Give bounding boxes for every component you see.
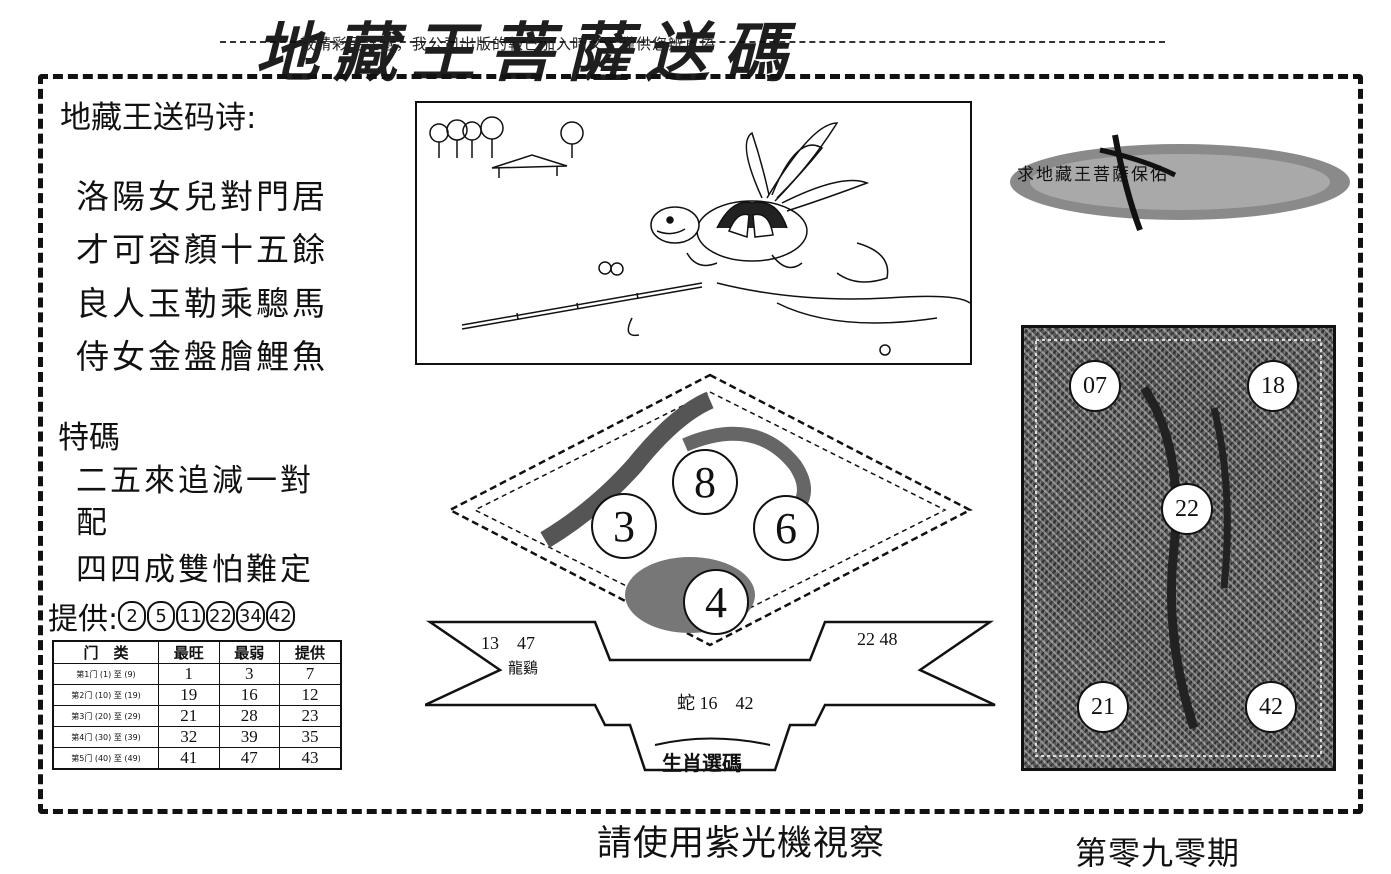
issue-number: 第零九零期 (1075, 834, 1241, 872)
table-row: 第1门 (1) 至 (9) 1 3 7 (52, 663, 342, 685)
table-cell: 39 (218, 726, 280, 748)
table-cell: 35 (279, 726, 342, 748)
page-subtitle: 敬請彩民注意，我公司出版的報已加入暗文，僅供您辨真偽 (300, 35, 717, 53)
table-row: 第4门 (30) 至 (39) 32 39 35 (52, 726, 342, 748)
provide-number: 2 (118, 601, 147, 631)
banner-blob (1010, 134, 1350, 232)
banner-text: 求地藏王菩薩保佑 (1017, 165, 1169, 185)
ribbon-label: 生肖選碼 (662, 751, 742, 775)
table-cell: 43 (279, 747, 342, 770)
table-row: 第5门 (40) 至 (49) 41 47 43 (52, 747, 342, 770)
table-cell: 21 (158, 705, 220, 727)
poem-line: 洛陽女兒對門居 (76, 177, 328, 216)
special-line: 四四成雙怕難定 (76, 552, 314, 588)
number-ball: 3 (591, 493, 657, 559)
table-row: 第3门 (20) 至 (29) 21 28 23 (52, 705, 342, 727)
provide-row: 提供: 2 5 11 22 34 42 (48, 594, 296, 638)
zodiac-label-left: 龍鷄 (508, 659, 539, 677)
table-header: 最弱 (218, 640, 280, 664)
number-ball: 4 (683, 569, 749, 635)
table-header: 提供 (279, 640, 342, 664)
table-cell: 第5门 (40) 至 (49) (52, 747, 159, 770)
poem-title: 地藏王送码诗: (60, 100, 257, 136)
table-cell: 第2门 (10) 至 (19) (52, 684, 159, 706)
table-cell: 16 (218, 684, 280, 706)
panel-ball: 18 (1247, 360, 1299, 412)
table-cell: 第1门 (1) 至 (9) (52, 663, 159, 685)
zodiac-numbers-bottom: 蛇 16 42 (677, 693, 754, 713)
poem-line: 良人玉勒乘驄馬 (76, 284, 328, 323)
table-cell: 第3门 (20) 至 (29) (52, 705, 159, 727)
table-header: 门 类 (52, 640, 159, 664)
table-header: 最旺 (158, 640, 220, 664)
table-row: 第2门 (10) 至 (19) 19 16 12 (52, 684, 342, 706)
table-cell: 3 (218, 663, 280, 685)
table-cell: 7 (279, 663, 342, 685)
poem-line: 才可容顏十五餘 (76, 230, 328, 269)
table-cell: 12 (279, 684, 342, 706)
panel-brush (1035, 339, 1322, 757)
provide-number: 11 (176, 601, 206, 631)
zodiac-numbers-left: 13 47 (481, 633, 535, 653)
provide-number: 42 (265, 601, 295, 631)
panel-ball: 21 (1077, 681, 1129, 733)
table-cell: 28 (218, 705, 280, 727)
provide-number: 5 (147, 601, 176, 631)
poem-line: 侍女金盤膾鯉魚 (76, 337, 328, 376)
table-cell: 47 (218, 747, 280, 770)
number-ball: 6 (753, 495, 819, 561)
stats-table: 门 类 最旺 最弱 提供 第1门 (1) 至 (9) 1 3 7 第2门 (10… (52, 640, 342, 770)
provide-label: 提供: (48, 602, 119, 637)
panel-ball: 42 (1245, 681, 1297, 733)
provide-number: 34 (235, 601, 265, 631)
special-title: 特碼 (58, 420, 120, 456)
table-cell: 19 (158, 684, 220, 706)
title-rule (220, 41, 1165, 43)
panel-ball: 22 (1161, 483, 1213, 535)
footer-note: 請使用紫光機視察 (597, 824, 886, 864)
table-header-row: 门 类 最旺 最弱 提供 (52, 640, 342, 664)
zodiac-numbers-right: 22 48 (857, 629, 898, 649)
provide-number: 22 (206, 601, 235, 631)
turtle-illustration (415, 101, 972, 365)
table-cell: 23 (279, 705, 342, 727)
special-line: 二五來追減一對 (76, 463, 314, 499)
outer-frame (38, 74, 1363, 814)
table-cell: 41 (158, 747, 220, 770)
special-line: 配 (76, 505, 110, 541)
number-ball: 8 (672, 449, 738, 515)
turtle-drawing (429, 116, 971, 356)
panel-ball: 07 (1069, 360, 1121, 412)
table-cell: 第4门 (30) 至 (39) (52, 726, 159, 748)
table-cell: 1 (158, 663, 220, 685)
table-cell: 32 (158, 726, 220, 748)
